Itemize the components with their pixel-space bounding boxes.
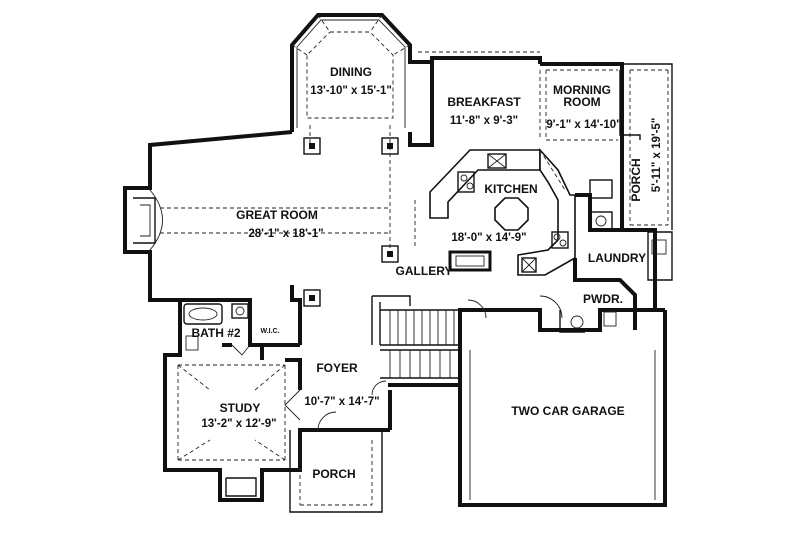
label-breakfast: BREAKFAST — [447, 95, 521, 109]
stairs — [371, 295, 462, 400]
gallery-counter — [448, 250, 492, 272]
label-wic: W.I.C. — [260, 328, 279, 335]
size-dining: 13'-10" x 15'-1" — [310, 85, 392, 97]
size-kitchen: 18'-0" x 14'-9" — [451, 232, 526, 244]
kitchen-counters — [414, 147, 576, 276]
label-garage: TWO CAR GARAGE — [511, 404, 624, 418]
size-great-room: 28'-1" x 18'-1" — [248, 228, 323, 240]
size-porch-side: 5'-11" x 19'-5" — [651, 118, 663, 193]
side-porch — [622, 63, 673, 230]
size-morning: 9'-1" x 14'-10" — [546, 119, 621, 131]
garage — [467, 299, 656, 500]
great-room-ceiling — [160, 125, 391, 250]
dining-room — [290, 13, 434, 147]
fireplace — [133, 189, 163, 251]
label-great-room: GREAT ROOM — [236, 208, 318, 222]
label-foyer: FOYER — [316, 361, 358, 375]
label-bath-2: BATH #2 — [191, 326, 240, 340]
label-porch-front: PORCH — [312, 467, 355, 481]
label-gallery: GALLERY — [396, 264, 453, 278]
bath-2 — [183, 303, 264, 360]
front-porch — [289, 380, 392, 513]
label-morning-1: MORNING — [553, 83, 611, 97]
label-porch-side: PORCH — [629, 158, 643, 201]
label-laundry: LAUNDRY — [588, 251, 646, 265]
powder-room — [539, 278, 637, 333]
size-study: 13'-2" x 12'-9" — [201, 418, 276, 430]
label-kitchen: KITCHEN — [484, 182, 537, 196]
label-powder: PWDR. — [583, 292, 623, 306]
label-morning-2: ROOM — [563, 95, 600, 109]
label-dining: DINING — [330, 65, 372, 79]
exterior-walls — [123, 56, 667, 507]
columns — [303, 137, 399, 307]
label-study: STUDY — [220, 401, 261, 415]
size-foyer: 10'-7" x 14'-7" — [304, 396, 379, 408]
size-breakfast: 11'-8" x 9'-3" — [450, 115, 518, 127]
study — [177, 358, 302, 497]
